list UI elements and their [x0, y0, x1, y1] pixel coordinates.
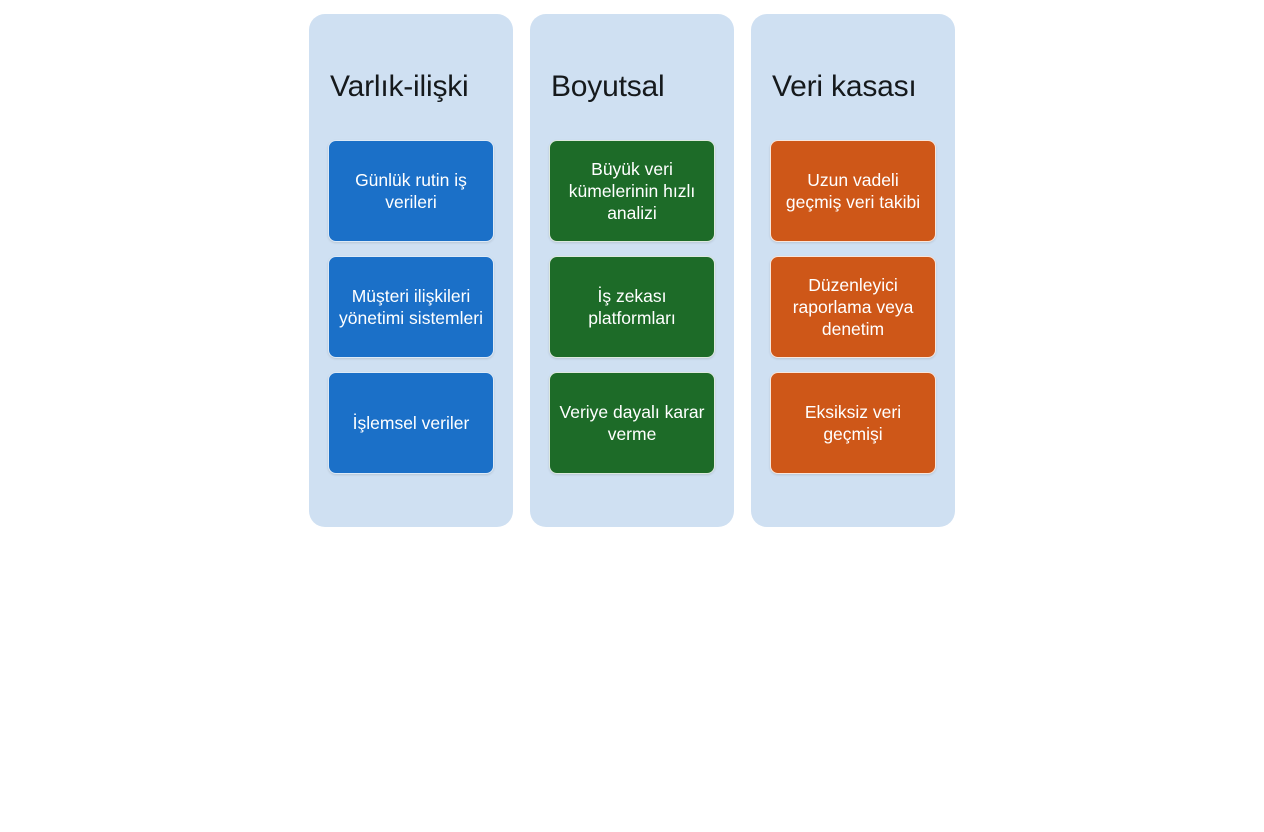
column-title: Varlık-ilişki	[330, 70, 469, 103]
card-label: Veriye dayalı karar verme	[559, 401, 705, 444]
column-card-list: Uzun vadeli geçmiş veri takibi Düzenleyi…	[751, 140, 955, 474]
card-item[interactable]: Düzenleyici raporlama veya denetim	[770, 256, 936, 358]
card-label: Büyük veri kümelerinin hızlı analizi	[568, 158, 696, 224]
column-panel-boyutsal: Boyutsal Büyük veri kümelerinin hızlı an…	[530, 14, 734, 527]
card-label: Düzenleyici raporlama veya denetim	[792, 274, 914, 340]
card-label: Eksiksiz veri geçmişi	[804, 401, 902, 444]
card-item[interactable]: Müşteri ilişkileri yönetimi sistemleri	[328, 256, 494, 358]
card-label: Günlük rutin iş verileri	[355, 169, 467, 212]
column-title: Boyutsal	[551, 70, 665, 103]
column-card-list: Günlük rutin iş verileri Müşteri ilişkil…	[309, 140, 513, 474]
card-item[interactable]: Eksiksiz veri geçmişi	[770, 372, 936, 474]
card-label: Müşteri ilişkileri yönetimi sistemleri	[339, 285, 483, 328]
column-panel-varlik-iliski: Varlık-ilişki Günlük rutin iş verileri M…	[309, 14, 513, 527]
card-item[interactable]: Uzun vadeli geçmiş veri takibi	[770, 140, 936, 242]
card-label: İş zekası platformları	[588, 285, 676, 328]
card-item[interactable]: Büyük veri kümelerinin hızlı analizi	[549, 140, 715, 242]
card-item[interactable]: İş zekası platformları	[549, 256, 715, 358]
column-panel-veri-kasasi: Veri kasası Uzun vadeli geçmiş veri taki…	[751, 14, 955, 527]
card-item[interactable]: Veriye dayalı karar verme	[549, 372, 715, 474]
column-title: Veri kasası	[772, 70, 917, 103]
comparison-diagram: Varlık-ilişki Günlük rutin iş verileri M…	[309, 14, 955, 527]
card-item[interactable]: Günlük rutin iş verileri	[328, 140, 494, 242]
card-item[interactable]: İşlemsel veriler	[328, 372, 494, 474]
card-label: Uzun vadeli geçmiş veri takibi	[785, 169, 921, 212]
card-label: İşlemsel veriler	[352, 412, 470, 433]
column-card-list: Büyük veri kümelerinin hızlı analizi İş …	[530, 140, 734, 474]
